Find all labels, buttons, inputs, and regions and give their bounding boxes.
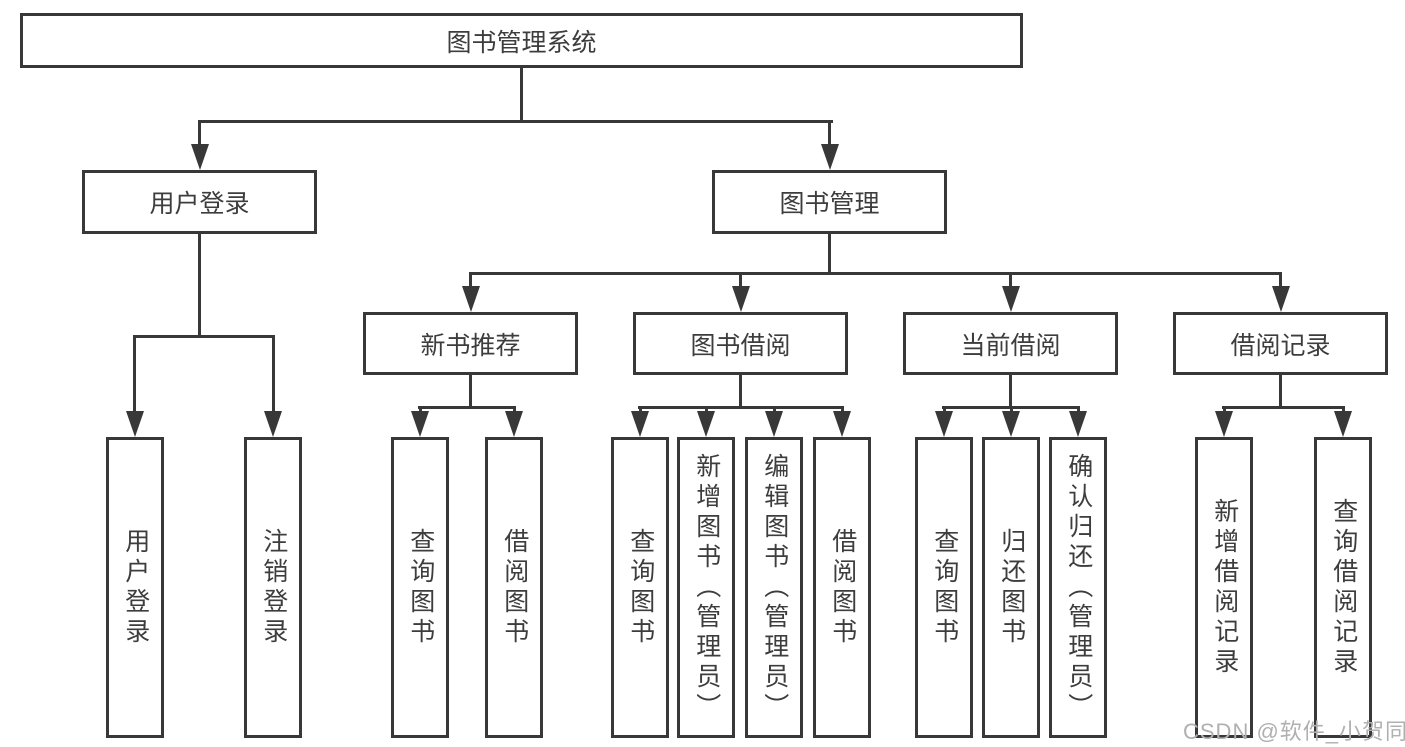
arrowhead-book-mgmt — [821, 144, 839, 170]
node-current-borrow: 当前借阅 — [903, 312, 1118, 375]
leaf-cb-confirm-return-admin: 确认归还（管理员） — [1049, 437, 1107, 738]
connector-drop-leaf-login — [133, 335, 136, 413]
leaf-cb-query-books-label: 查询图书 — [930, 527, 959, 648]
leaf-bb-add-books-admin: 新增图书（管理员） — [677, 437, 735, 738]
connector-drop-leaf-logout — [272, 335, 275, 413]
connector-drop-new-books — [469, 272, 472, 290]
connector-level2-horizontal — [198, 120, 833, 123]
connector-drop-book-mgmt — [828, 120, 831, 148]
leaf-nb-borrow-books-label: 借阅图书 — [500, 527, 529, 648]
arrowhead-leaf-login — [126, 411, 144, 437]
connector-level3-horizontal — [469, 272, 1282, 275]
node-book-borrow: 图书借阅 — [633, 312, 848, 375]
leaf-br-query-record-label: 查询借阅记录 — [1329, 497, 1358, 678]
arrowhead-new-books — [462, 286, 480, 312]
node-user-login-label: 用户登录 — [149, 190, 250, 218]
arrowhead-br-add — [1215, 411, 1233, 437]
connector-book-borrow-leaves — [638, 406, 844, 409]
connector-borrow-records-leaves — [1222, 406, 1345, 409]
leaf-bb-query-books: 查询图书 — [611, 437, 669, 738]
node-new-books-label: 新书推荐 — [420, 331, 521, 360]
node-book-borrow-label: 图书借阅 — [690, 331, 791, 360]
leaf-logout: 注销登录 — [244, 437, 302, 738]
connector-drop-bb-query — [639, 406, 642, 415]
connector-book-mgmt-stem — [828, 232, 831, 274]
connector-book-borrow-stem — [739, 373, 742, 409]
leaf-br-query-record: 查询借阅记录 — [1314, 437, 1372, 738]
connector-drop-cb-return — [1010, 406, 1013, 415]
connector-current-borrow-stem — [1009, 373, 1012, 409]
arrowhead-bb-add — [697, 411, 715, 437]
connector-drop-cb-confirm — [1077, 406, 1080, 415]
arrowhead-bb-borrow — [833, 411, 851, 437]
leaf-bb-add-books-admin-label: 新增图书（管理员） — [692, 452, 721, 723]
leaf-nb-query-books: 查询图书 — [391, 437, 449, 738]
connector-new-books-leaves — [418, 406, 516, 409]
connector-user-login-stem — [198, 232, 201, 337]
leaf-user-login: 用户登录 — [106, 437, 164, 738]
leaf-bb-edit-books-admin: 编辑图书（管理员） — [745, 437, 803, 738]
connector-drop-user-login — [198, 120, 201, 148]
arrowhead-bb-query — [631, 411, 649, 437]
leaf-cb-return-books: 归还图书 — [982, 437, 1040, 738]
arrowhead-nb-borrow — [505, 411, 523, 437]
connector-drop-bb-edit — [773, 406, 776, 415]
connector-new-books-stem — [469, 373, 472, 409]
leaf-cb-confirm-return-admin-label: 确认归还（管理员） — [1064, 452, 1093, 723]
node-system-root-label: 图书管理系统 — [446, 28, 597, 57]
connector-user-leaves-horizontal — [133, 335, 275, 338]
leaf-br-add-record-label: 新增借阅记录 — [1210, 497, 1239, 678]
arrowhead-nb-query — [411, 411, 429, 437]
connector-drop-br-add — [1223, 406, 1226, 415]
arrowhead-borrow-records — [1272, 286, 1290, 312]
arrowhead-br-query — [1334, 411, 1352, 437]
arrowhead-cb-query — [935, 411, 953, 437]
connector-drop-borrow-records — [1279, 272, 1282, 290]
node-new-books: 新书推荐 — [363, 312, 578, 375]
node-borrow-records: 借阅记录 — [1173, 312, 1388, 375]
connector-drop-br-query — [1342, 406, 1345, 415]
arrowhead-cb-return — [1002, 411, 1020, 437]
node-borrow-records-label: 借阅记录 — [1230, 331, 1331, 360]
arrowhead-bb-edit — [765, 411, 783, 437]
arrowhead-user-login — [191, 144, 209, 170]
connector-drop-current-borrow — [1009, 272, 1012, 290]
connector-drop-nb-query — [419, 406, 422, 415]
leaf-bb-borrow-books-label: 借阅图书 — [828, 527, 857, 648]
csdn-watermark: CSDN @软件_小贺同学 — [1183, 719, 1405, 744]
connector-borrow-records-stem — [1279, 373, 1282, 409]
node-book-mgmt: 图书管理 — [712, 170, 947, 234]
node-user-login: 用户登录 — [82, 170, 317, 234]
node-system-root: 图书管理系统 — [20, 13, 1023, 68]
leaf-cb-query-books: 查询图书 — [915, 437, 973, 738]
connector-drop-bb-add — [705, 406, 708, 415]
leaf-bb-edit-books-admin-label: 编辑图书（管理员） — [760, 452, 789, 723]
node-book-mgmt-label: 图书管理 — [779, 190, 880, 218]
leaf-br-add-record: 新增借阅记录 — [1195, 437, 1253, 738]
leaf-nb-query-books-label: 查询图书 — [406, 527, 435, 648]
arrowhead-current-borrow — [1002, 286, 1020, 312]
leaf-user-login-label: 用户登录 — [121, 527, 150, 648]
arrowhead-book-borrow — [732, 286, 750, 312]
node-current-borrow-label: 当前借阅 — [960, 331, 1061, 360]
leaf-nb-borrow-books: 借阅图书 — [485, 437, 543, 738]
leaf-logout-label: 注销登录 — [259, 527, 288, 648]
arrowhead-leaf-logout — [264, 411, 282, 437]
leaf-bb-query-books-label: 查询图书 — [626, 527, 655, 648]
connector-drop-cb-query — [943, 406, 946, 415]
arrowhead-cb-confirm — [1069, 411, 1087, 437]
connector-root-stem — [520, 66, 523, 122]
connector-drop-book-borrow — [739, 272, 742, 290]
connector-drop-nb-borrow — [513, 406, 516, 415]
leaf-cb-return-books-label: 归还图书 — [997, 527, 1026, 648]
leaf-bb-borrow-books: 借阅图书 — [813, 437, 871, 738]
connector-drop-bb-borrow — [841, 406, 844, 415]
